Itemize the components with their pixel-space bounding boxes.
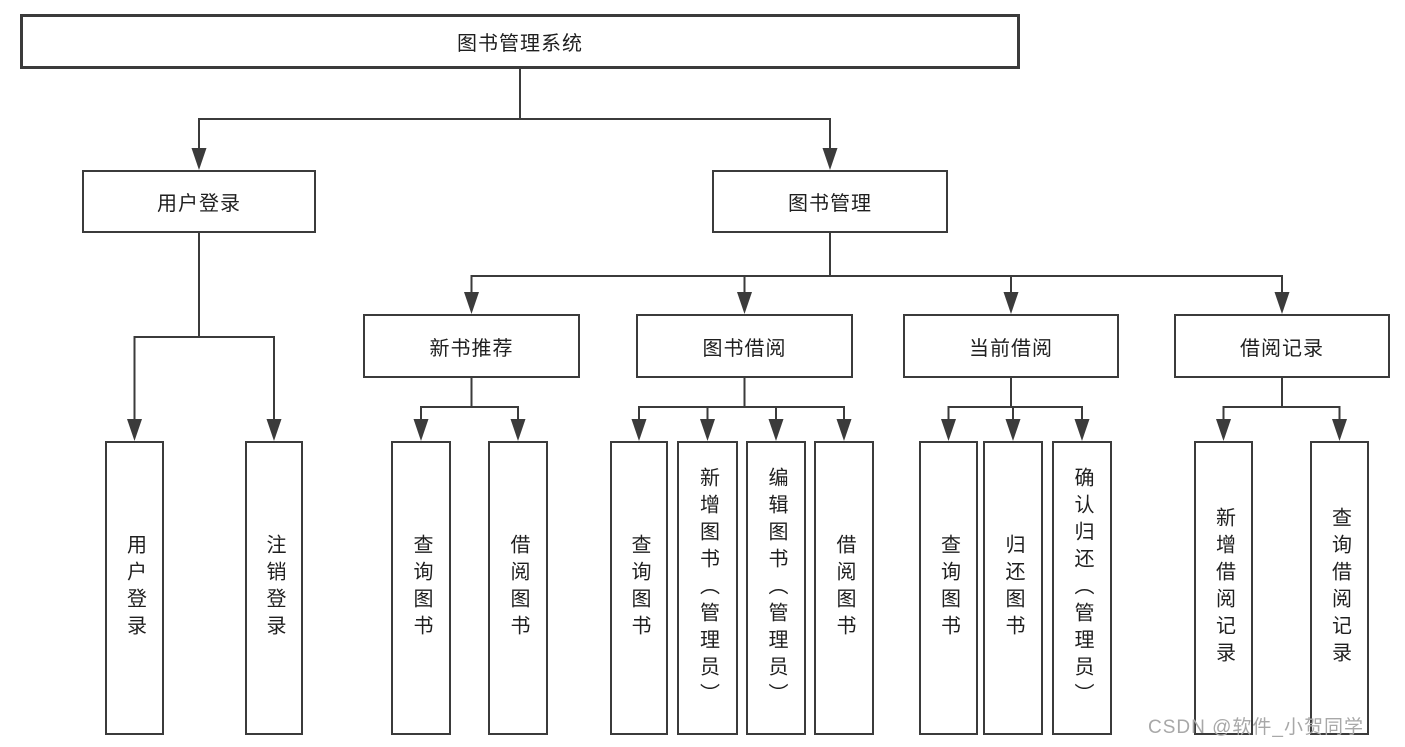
leaf-user-login: 用户登录 — [105, 441, 164, 735]
node-library-management-system: 图书管理系统 — [20, 14, 1020, 69]
csdn-watermark: CSDN @软件_小贺同学 — [1148, 717, 1364, 738]
node-user-login-module: 用户登录 — [82, 170, 316, 233]
leaf-return-book: 归还图书 — [983, 441, 1043, 735]
connector-strokes — [133, 69, 1341, 437]
arrowheads — [127, 148, 1347, 441]
leaf-add-book-admin: 新增图书（管理员） — [677, 441, 738, 735]
leaf-add-borrow-record: 新增借阅记录 — [1194, 441, 1253, 735]
leaf-query-books-current: 查询图书 — [919, 441, 978, 735]
leaf-query-books-borrowing: 查询图书 — [610, 441, 668, 735]
leaf-logout: 注销登录 — [245, 441, 303, 735]
node-book-management-module: 图书管理 — [712, 170, 948, 233]
node-new-book-recommendation: 新书推荐 — [363, 314, 580, 378]
node-borrowing-records: 借阅记录 — [1174, 314, 1390, 378]
leaf-query-borrow-record: 查询借阅记录 — [1310, 441, 1369, 735]
leaf-borrow-books-borrowing: 借阅图书 — [814, 441, 874, 735]
leaf-confirm-return-admin: 确认归还（管理员） — [1052, 441, 1112, 735]
node-current-borrowing: 当前借阅 — [903, 314, 1119, 378]
leaf-query-books-recommend: 查询图书 — [391, 441, 451, 735]
leaf-edit-book-admin: 编辑图书（管理员） — [746, 441, 806, 735]
node-book-borrowing: 图书借阅 — [636, 314, 853, 378]
leaf-borrow-books-recommend: 借阅图书 — [488, 441, 548, 735]
